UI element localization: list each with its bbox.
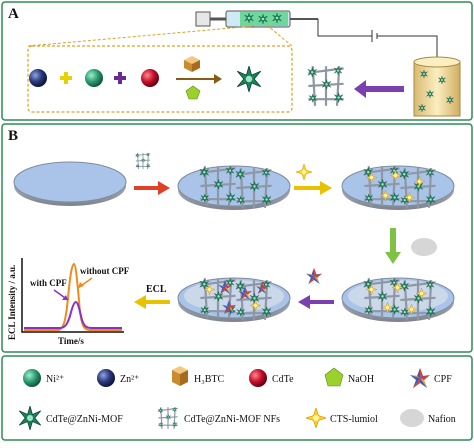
chart-ylabel: ECL Intensity / a.u. <box>7 265 17 340</box>
electrode-with-nfs <box>177 166 291 210</box>
zn-legend-icon <box>97 369 115 387</box>
nafion-icon <box>411 238 437 256</box>
cpf-legend-label: CPF <box>434 374 452 385</box>
callout-line-right <box>267 25 293 47</box>
callout-line-left <box>27 25 255 47</box>
nfs-legend-label: CdTe@ZnNi-MOF NFs <box>184 414 280 425</box>
h3btc-legend-icon <box>172 366 188 386</box>
naoh-pentagon-icon <box>185 85 201 100</box>
red-arrow <box>134 181 170 195</box>
zn-ion-sphere <box>29 69 47 87</box>
chart-axes <box>21 258 124 333</box>
circuit-wire <box>317 19 438 58</box>
green-down-arrow <box>385 228 401 264</box>
naoh-legend-icon <box>324 367 344 387</box>
electrode-with-cpf <box>177 278 291 322</box>
zn-legend-label: Zn²⁺ <box>120 374 139 385</box>
ni-legend-label: Ni²⁺ <box>46 374 64 385</box>
nafion-legend-icon <box>400 409 424 427</box>
panel-b-label: B <box>8 128 18 144</box>
plus-icon <box>60 72 72 84</box>
yellow-arrow <box>294 181 332 195</box>
chart-xlabel: Time/s <box>58 336 84 346</box>
panel-a-label: A <box>8 6 19 22</box>
reaction-arrow <box>176 74 222 84</box>
legend-without-cpf: without CPF <box>80 266 130 276</box>
cdte-legend-label: CdTe <box>272 374 294 385</box>
ecl-step-label: ECL <box>146 284 167 295</box>
with-cpf-pointer-head <box>62 295 68 300</box>
series-without-cpf-line <box>24 262 122 331</box>
cdte-znni-mof-star <box>236 66 262 92</box>
naoh-legend-label: NaOH <box>348 374 374 385</box>
mof-legend-icon <box>18 406 42 430</box>
h3btc-cube-icon <box>184 56 200 72</box>
cpf-legend-icon <box>410 368 430 388</box>
panel-a-frame <box>1 1 473 121</box>
nafion-legend-label: Nafion <box>428 414 456 425</box>
electrode-with-luminol <box>341 166 455 210</box>
without-cpf-pointer-head <box>78 282 84 288</box>
electrode-with-nafion <box>341 278 455 322</box>
ecl-chart: ECL Intensity / a.u. Time/s with CPF wit… <box>7 258 130 346</box>
cdte-legend-icon <box>249 369 267 387</box>
legend-frame <box>1 355 473 441</box>
luminol-legend-icon <box>306 408 326 428</box>
ni-ion-sphere <box>85 69 103 87</box>
purple-arrow <box>354 80 404 98</box>
legend-with-cpf: with CPF <box>30 278 67 288</box>
nfs-legend-icon <box>158 407 178 429</box>
syringe <box>195 10 318 28</box>
mof-legend-label: CdTe@ZnNi-MOF <box>46 414 123 425</box>
ni-legend-icon <box>23 369 41 387</box>
synthesis-box <box>27 45 293 113</box>
bare-electrode <box>13 161 127 206</box>
mof-nanofiber-network <box>308 66 344 106</box>
panel-b-frame <box>1 123 473 353</box>
h3btc-legend-label: H₃BTC <box>194 374 224 385</box>
cdte-sphere <box>141 69 159 87</box>
cts-luminol-icon <box>296 164 312 180</box>
luminol-legend-label: CTS-lumiol <box>330 414 378 425</box>
series-with-cpf-line <box>24 300 122 329</box>
purple-arrow <box>298 295 334 309</box>
yellow-arrow <box>134 295 170 309</box>
mof-nf-icon <box>136 153 151 169</box>
cpf-icon <box>306 268 322 284</box>
plus-icon <box>114 72 126 84</box>
nanofiber-collector <box>413 56 461 117</box>
